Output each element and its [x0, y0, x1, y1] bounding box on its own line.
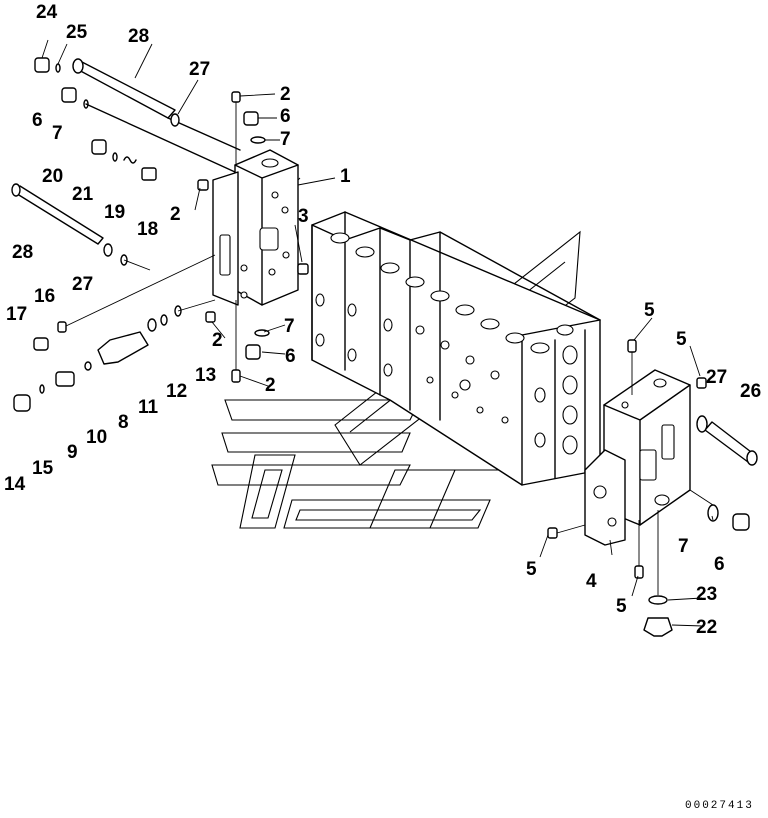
document-number: 00027413 [685, 800, 754, 812]
label-2-side: 2 [170, 204, 181, 225]
label-25: 25 [66, 22, 88, 43]
label-11: 11 [138, 397, 159, 418]
callout-labels: 24 25 28 27 6 7 2 6 7 1 20 21 19 18 2 3 … [4, 2, 761, 638]
label-19: 19 [104, 202, 125, 223]
label-28-lower: 28 [12, 242, 33, 263]
label-5-left: 5 [526, 559, 537, 580]
label-21: 21 [72, 184, 94, 205]
label-16: 16 [34, 286, 55, 307]
label-2-bottom-a: 2 [212, 330, 223, 351]
label-17: 17 [6, 304, 27, 325]
label-7-bottom: 7 [284, 316, 295, 337]
label-10: 10 [86, 427, 107, 448]
label-7-right: 7 [678, 536, 689, 557]
label-20: 20 [42, 166, 63, 187]
tie-bolt-right [704, 421, 758, 466]
label-27-upper: 27 [189, 59, 210, 80]
label-6-bottom: 6 [285, 346, 296, 367]
label-2-top: 2 [280, 84, 291, 105]
small-parts [13, 39, 750, 637]
label-27-right: 27 [706, 367, 727, 388]
valve-body-main [311, 211, 601, 486]
valve-body-ports [315, 232, 578, 455]
label-4: 4 [586, 571, 597, 592]
label-14: 14 [4, 474, 26, 495]
label-27-lower: 27 [72, 274, 93, 295]
label-3: 3 [298, 206, 309, 227]
label-5-right: 5 [676, 329, 687, 350]
label-6-right: 6 [714, 554, 725, 575]
left-end-section [212, 149, 299, 306]
label-5-bottom: 5 [616, 596, 627, 617]
label-15: 15 [32, 458, 54, 479]
tie-bolt-lower [11, 183, 104, 245]
label-23: 23 [696, 584, 717, 605]
label-24: 24 [36, 2, 58, 23]
label-22: 22 [696, 617, 717, 638]
tie-bolt-upper [72, 58, 241, 151]
label-8: 8 [118, 412, 129, 433]
label-2-bottom-b: 2 [265, 375, 276, 396]
label-26: 26 [740, 381, 761, 402]
label-13: 13 [195, 365, 216, 386]
label-28-upper: 28 [128, 26, 149, 47]
label-6-top: 6 [280, 106, 291, 127]
label-18: 18 [137, 219, 158, 240]
label-12: 12 [166, 381, 187, 402]
label-5-top: 5 [644, 300, 655, 321]
label-9: 9 [67, 442, 78, 463]
label-1: 1 [340, 166, 351, 187]
label-7-top: 7 [280, 129, 291, 150]
label-6-upper-left: 6 [32, 110, 43, 131]
label-7-upper-left: 7 [52, 123, 63, 144]
right-end-section [584, 369, 691, 546]
